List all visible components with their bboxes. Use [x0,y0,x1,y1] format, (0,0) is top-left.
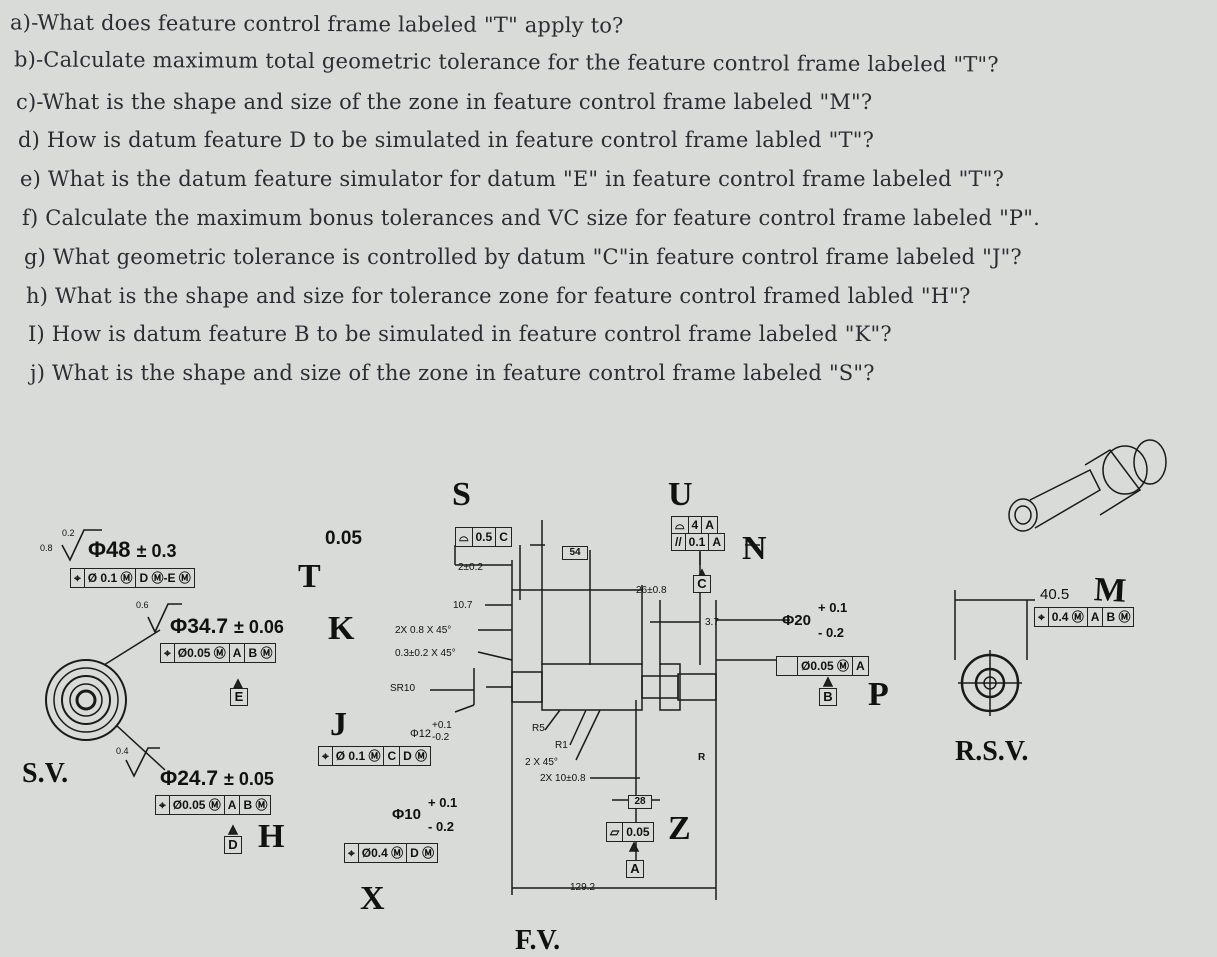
label-fv: F.V. [515,925,561,956]
roughness-4: 0.4 [116,746,129,756]
note-129-2: 129.2 [570,882,596,893]
roughness-3: 0.6 [136,600,149,610]
roughness-1: 0.8 [40,543,53,553]
note-2-0-2: 2±0.2 [458,562,483,573]
note-26: 26±0.8 [636,585,667,596]
note-10-7: 10.7 [453,600,473,611]
label-K: K [328,610,355,647]
dim-10-tol-dn: - 0.2 [428,819,455,834]
label-X: X [360,880,385,917]
dim-12-tol-dn: -0.2 [432,732,450,743]
question-c: c)-What is the shape and size of the zon… [16,90,873,114]
note-2x10: 2X 10±0.8 [540,773,586,784]
question-h: h) What is the shape and size for tolera… [26,284,971,308]
question-g: g) What geometric tolerance is controlle… [24,245,1022,269]
label-T: T [298,558,321,595]
datum-C: C [693,575,711,593]
dim-10: Φ10 [392,806,421,823]
box-54: 54 [562,546,588,560]
datum-D: D [224,836,242,854]
dim-12: Φ12 [410,728,432,740]
roughness-2: 0.2 [62,528,75,538]
label-sv: S.V. [22,758,69,789]
label-U: U [668,476,693,513]
label-H: H [258,818,285,855]
dim-005: 0.05 [325,528,362,549]
note-r5: R5 [532,723,545,734]
note-chamfer2: 0.3±0.2 X 45° [395,648,456,659]
dim-20: Φ20 [782,612,811,629]
note-3-7: 3.7 [705,617,719,628]
dim-405: 40.5 [1040,586,1070,603]
box-28: 28 [628,795,652,809]
label-M: M [1093,571,1128,610]
dim-10-tol-up: + 0.1 [428,795,458,810]
dim-347: Φ34.7 ± 0.06 [170,615,284,638]
dim-20-tol-up: + 0.1 [818,600,848,615]
note-chamfer1: 2X 0.8 X 45° [395,625,452,636]
datum-A: A [626,860,644,878]
label-S: S [452,476,471,513]
question-j: j) What is the shape and size of the zon… [30,361,875,385]
label-rsv: R.S.V. [955,736,1029,767]
label-Z: Z [668,810,691,847]
dim-12-tol-up: +0.1 [432,720,452,731]
datum-E: E [230,688,248,706]
note-r1: R1 [555,740,568,751]
question-d: d) How is datum feature D to be simulate… [18,128,875,152]
label-N: N [742,530,767,567]
label-J: J [330,706,347,743]
label-P: P [868,676,889,713]
note-sr10: SR10 [390,683,416,694]
dim-48: Φ48 ± 0.3 [88,537,177,562]
dim-20-tol-dn: - 0.2 [818,625,845,640]
dim-247: Φ24.7 ± 0.05 [160,767,274,790]
datum-B: B [819,688,837,706]
fcf-Z: ▱0.05 [606,822,654,842]
note-r: R [698,752,706,763]
note-2x45: 2 X 45° [525,757,558,768]
question-e: e) What is the datum feature simulator f… [20,167,1005,191]
question-f: f) Calculate the maximum bonus tolerance… [22,206,1041,230]
question-i: I) How is datum feature B to be simulate… [28,322,892,346]
